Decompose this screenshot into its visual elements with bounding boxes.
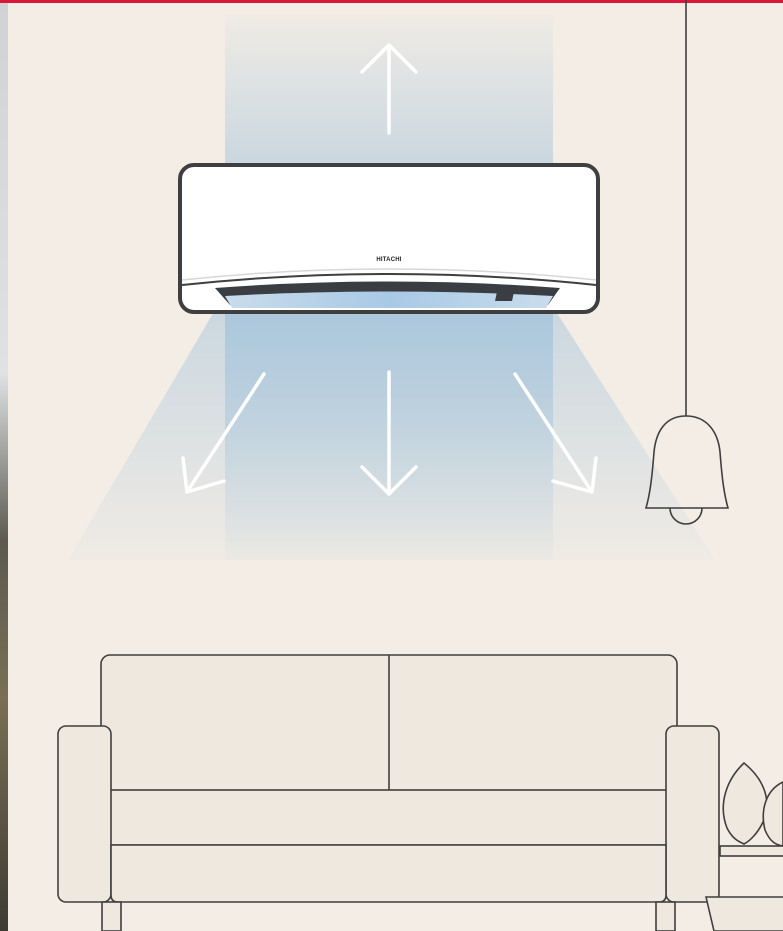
pendant-lamp-icon — [646, 0, 728, 524]
sofa — [58, 655, 719, 931]
brand-logo: HITACHI — [376, 257, 401, 263]
status-indicator — [495, 291, 514, 301]
air-conditioner-unit: HITACHI — [180, 165, 598, 312]
